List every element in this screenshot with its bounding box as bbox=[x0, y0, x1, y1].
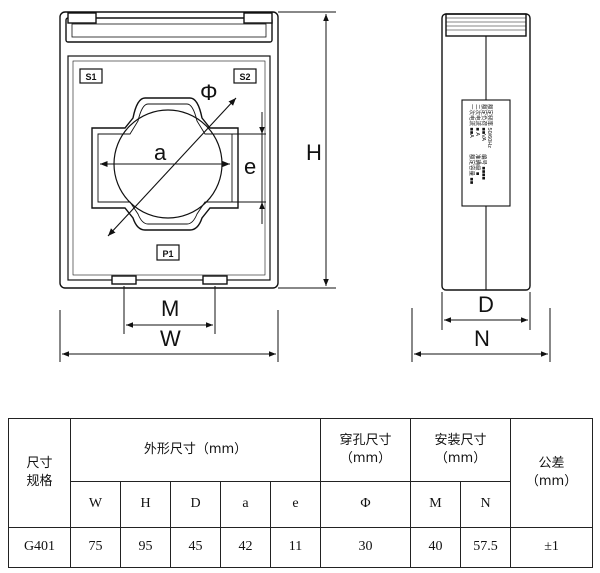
header-tol-title: 公差 bbox=[538, 456, 565, 472]
side-view bbox=[441, 13, 531, 291]
subheader-e: e bbox=[269, 481, 322, 528]
front-body-outline bbox=[59, 11, 279, 289]
dimension-h bbox=[278, 11, 336, 289]
subheader-n: N bbox=[460, 481, 512, 528]
subheader-w: W bbox=[70, 481, 121, 528]
svg-text:编号 ■■■■: 编号 ■■■■ bbox=[480, 154, 488, 180]
header-model: 规格 bbox=[26, 474, 53, 489]
header-install-title: 安装尺寸 bbox=[434, 433, 487, 449]
spec-table: 尺寸 规格 外形尺寸（mm） 穿孔尺寸 （mm） 安装尺寸 （mm） 公差 （m… bbox=[8, 418, 594, 568]
cell-tolerance: ±1 bbox=[510, 527, 594, 568]
cell-a: 42 bbox=[220, 527, 271, 568]
label-phi: Φ bbox=[200, 80, 218, 105]
clip-left bbox=[67, 12, 97, 24]
label-d: D bbox=[478, 292, 494, 317]
cell-w: 75 bbox=[70, 527, 121, 568]
svg-text:S2: S2 bbox=[239, 72, 250, 82]
dimension-d bbox=[441, 292, 531, 330]
front-face-inner bbox=[72, 60, 266, 276]
terminal-p1: P1 bbox=[156, 244, 180, 261]
label-w: W bbox=[160, 326, 181, 351]
svg-text:额定负荷 ■■VA: 额定负荷 ■■VA bbox=[480, 104, 488, 141]
header-hole-unit: （mm） bbox=[339, 451, 392, 466]
dimension-w bbox=[59, 310, 279, 362]
dimension-n bbox=[411, 308, 551, 362]
svg-text:S1: S1 bbox=[85, 72, 96, 82]
cell-m: 40 bbox=[410, 527, 462, 568]
svg-text:准确级 ■: 准确级 ■ bbox=[474, 154, 482, 175]
header-size-model: 尺寸 规格 bbox=[8, 418, 71, 528]
dimension-phi bbox=[107, 97, 237, 237]
cell-phi: 30 bbox=[320, 527, 412, 568]
svg-text:P1: P1 bbox=[162, 249, 173, 259]
top-mounting-strip bbox=[65, 17, 273, 43]
label-n: N bbox=[474, 326, 490, 351]
label-e: e bbox=[244, 154, 256, 179]
technical-drawing: S1 S2 P1 Φ a e H M bbox=[59, 11, 551, 362]
header-install-unit: （mm） bbox=[434, 451, 487, 466]
side-top-ribs bbox=[446, 17, 526, 31]
cell-e: 11 bbox=[269, 527, 322, 568]
header-install: 安装尺寸 （mm） bbox=[410, 418, 512, 482]
table-row: G401 75 95 45 42 11 30 40 57.5 ±1 bbox=[8, 527, 594, 568]
clip-right bbox=[243, 12, 273, 24]
label-m: M bbox=[161, 296, 179, 321]
cell-d: 45 bbox=[170, 527, 221, 568]
svg-text:额定频率 50/60Hz: 额定频率 50/60Hz bbox=[486, 104, 494, 148]
subheader-m: M bbox=[410, 481, 462, 528]
subheader-d: D bbox=[170, 481, 221, 528]
header-hole-title: 穿孔尺寸 bbox=[339, 433, 392, 449]
dimension-m bbox=[123, 286, 216, 334]
nameplate-text: 一次电流 ■■A 二次电流 ■ A 额定负荷 ■■VA 额定频率 50/60Hz… bbox=[468, 104, 494, 184]
side-nameplate bbox=[461, 99, 511, 207]
header-size: 尺寸 bbox=[26, 456, 53, 472]
header-outline: 外形尺寸（mm） bbox=[69, 418, 322, 482]
header-tolerance: 公差 （mm） bbox=[510, 418, 594, 528]
bottom-tab-left bbox=[111, 275, 137, 285]
subheader-h: H bbox=[120, 481, 171, 528]
subheader-phi: Φ bbox=[320, 481, 412, 528]
top-strip-inner bbox=[71, 23, 267, 38]
side-top-ribbed-cap bbox=[445, 13, 527, 37]
bottom-tab-right bbox=[202, 275, 228, 285]
subheader-a: a bbox=[220, 481, 271, 528]
cell-n: 57.5 bbox=[460, 527, 512, 568]
svg-text:一次电流 ■■A: 一次电流 ■■A bbox=[468, 104, 476, 138]
svg-text:二次电流 ■ A: 二次电流 ■ A bbox=[474, 104, 482, 136]
dimension-e bbox=[232, 112, 266, 224]
cell-h: 95 bbox=[120, 527, 171, 568]
svg-text:额定容量 ■■: 额定容量 ■■ bbox=[468, 154, 476, 184]
label-h: H bbox=[306, 140, 322, 165]
label-a: a bbox=[154, 140, 167, 165]
terminal-s2: S2 bbox=[233, 68, 257, 84]
header-tol-unit: （mm） bbox=[525, 474, 578, 489]
header-hole: 穿孔尺寸 （mm） bbox=[320, 418, 412, 482]
front-face bbox=[67, 55, 271, 281]
cell-model: G401 bbox=[8, 527, 71, 568]
terminal-s1: S1 bbox=[79, 68, 103, 84]
